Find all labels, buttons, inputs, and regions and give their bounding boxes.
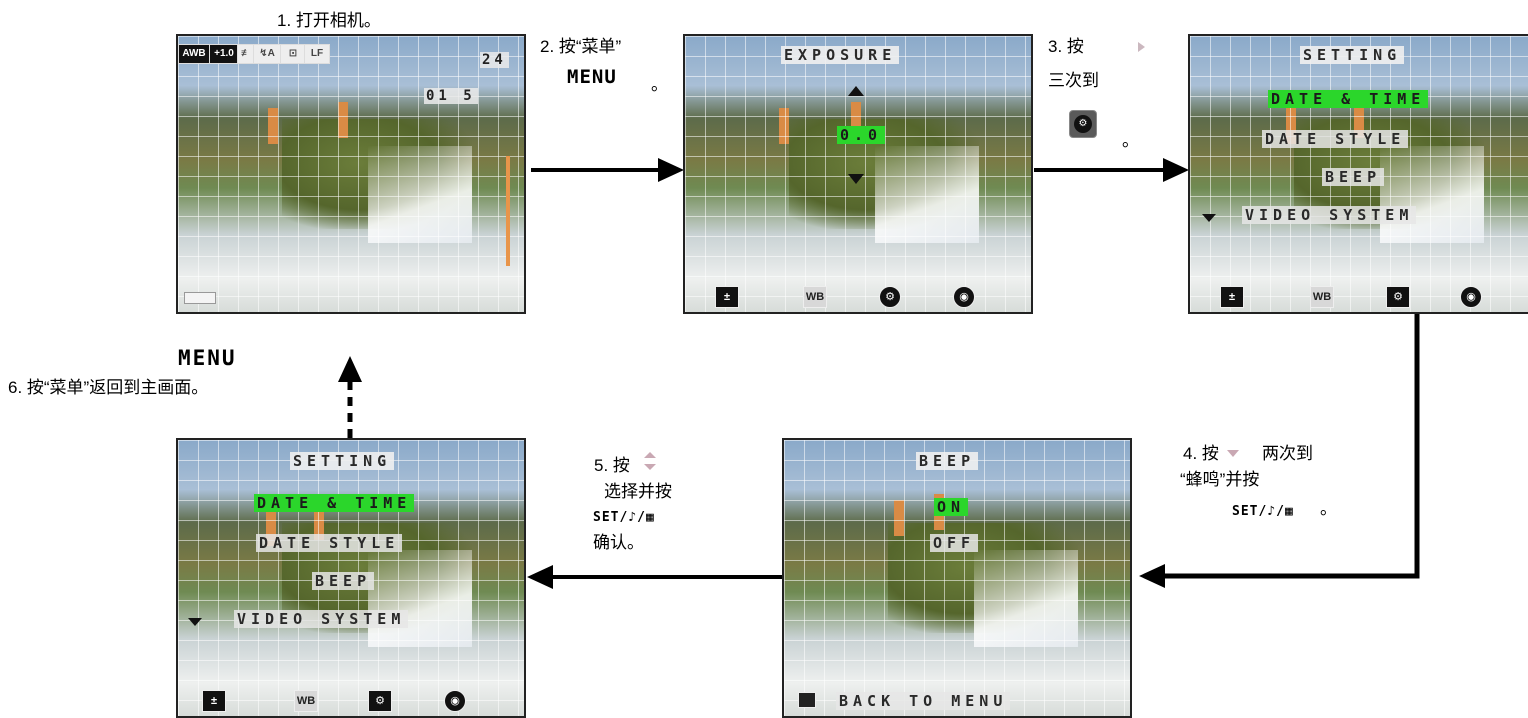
- setup-tab-icon: ⚙: [879, 286, 901, 308]
- step-4-label: 4. 按: [1183, 444, 1219, 463]
- option-on: ON: [934, 498, 969, 516]
- camera-screen-setting: SETTING DATE & TIME DATE STYLE BEEP VIDE…: [1188, 34, 1528, 314]
- menu-title-exposure: EXPOSURE: [781, 46, 900, 64]
- up-down-arrow-icon: [643, 450, 657, 472]
- scroll-down-icon: [188, 618, 202, 626]
- menu-item-video-system: VIDEO SYSTEM: [234, 610, 409, 628]
- step-4-times: 两次到: [1262, 444, 1313, 463]
- menu-item-date-time: DATE & TIME: [1268, 90, 1429, 108]
- exposure-comp-icon: +1.0: [209, 44, 239, 64]
- wb-tab-icon: WB: [1310, 286, 1334, 308]
- record-tab-icon: ◉: [953, 286, 975, 308]
- camera-screen-setting-confirm: SETTING DATE & TIME DATE STYLE BEEP VIDE…: [176, 438, 526, 718]
- camera-screen-beep: BEEP ON OFF BACK TO MENU: [782, 438, 1132, 718]
- menu-item-video-system: VIDEO SYSTEM: [1242, 206, 1417, 224]
- wb-tab-icon: WB: [294, 690, 318, 712]
- step-5-confirm: 确认。: [593, 533, 644, 552]
- arrow-3-to-4: [1160, 311, 1420, 579]
- back-icon: [798, 692, 816, 708]
- up-arrow-icon: [848, 86, 864, 96]
- awb-icon: AWB: [178, 44, 210, 64]
- zoom-bar: [506, 156, 510, 266]
- battery-icon: [184, 292, 216, 304]
- step-2-period: 。: [651, 75, 668, 94]
- flash-auto-icon: ↯A: [253, 44, 281, 64]
- down-arrow-icon: [848, 174, 864, 184]
- set-key-label-2: SET/♪/▦: [593, 510, 655, 525]
- step-3-period: 。: [1122, 131, 1139, 150]
- step-1-label: 1. 打开相机。: [277, 11, 381, 30]
- menu-item-date-style: DATE STYLE: [1262, 130, 1409, 148]
- menu-item-beep: BEEP: [1322, 168, 1385, 186]
- step-4-beep: “蜂鸣”并按: [1180, 470, 1260, 489]
- set-key-label: SET/♪/▦: [1232, 504, 1294, 519]
- menu-item-beep: BEEP: [312, 572, 375, 590]
- step-5-select: 选择并按: [604, 482, 672, 501]
- camera-screen-live-view: AWB +1.0 ≢ ↯A ⊡ LF 24 01 5: [176, 34, 526, 314]
- exposure-tab-icon: ±: [1220, 286, 1244, 308]
- arrow-4-to-5-head: [527, 565, 553, 589]
- exposure-tab-icon: ±: [202, 690, 226, 712]
- arrow-3-to-4-head: [1139, 564, 1165, 588]
- exposure-value: 0.0: [837, 126, 886, 144]
- scroll-down-icon: [1202, 214, 1216, 222]
- menu-key-label-2: MENU: [178, 346, 237, 370]
- record-tab-icon: ◉: [444, 690, 466, 712]
- camera-screen-exposure: EXPOSURE 0.0 ± WB ⚙ ◉: [683, 34, 1033, 314]
- arrow-5-to-menu-head: [338, 356, 362, 382]
- right-arrow-icon: [1138, 42, 1145, 52]
- setup-wrench-icon: ⚙: [1069, 110, 1097, 138]
- down-arrow-icon: [1227, 450, 1239, 457]
- step-3-times: 三次到: [1048, 71, 1099, 90]
- menu-title-beep: BEEP: [916, 452, 979, 470]
- exposure-tab-icon: ±: [715, 286, 739, 308]
- step-5-label: 5. 按: [594, 456, 630, 475]
- setup-tab-icon: ⚙: [1386, 286, 1410, 308]
- menu-title-setting: SETTING: [1300, 46, 1405, 64]
- step-4-period: 。: [1320, 499, 1337, 518]
- focus-mode-icon: LF: [304, 44, 330, 64]
- arrow-2-to-3-head: [1163, 158, 1189, 182]
- menu-item-date-style: DATE STYLE: [256, 534, 403, 552]
- drive-mode-icon: ⊡: [280, 44, 306, 64]
- back-to-menu-label: BACK TO MENU: [836, 692, 1011, 710]
- time-readout: 01 5: [424, 88, 478, 104]
- step-6-label: 6. 按“菜单”返回到主画面。: [8, 378, 209, 397]
- arrow-1-to-2-head: [658, 158, 684, 182]
- record-tab-icon: ◉: [1460, 286, 1482, 308]
- menu-item-date-time: DATE & TIME: [254, 494, 415, 512]
- shots-remaining: 24: [480, 52, 509, 68]
- option-off: OFF: [930, 534, 979, 552]
- menu-key-label: MENU: [567, 66, 617, 88]
- step-3-label: 3. 按: [1048, 37, 1084, 56]
- setup-tab-icon: ⚙: [368, 690, 392, 712]
- menu-title-setting: SETTING: [290, 452, 395, 470]
- step-2-label: 2. 按“菜单”: [540, 37, 622, 56]
- wb-tab-icon: WB: [803, 286, 827, 308]
